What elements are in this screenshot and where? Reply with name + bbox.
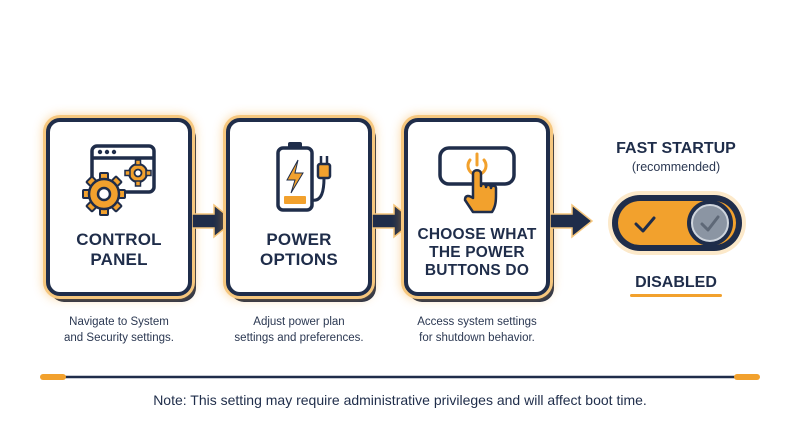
arrow-right-icon xyxy=(192,203,236,239)
step-description-power-options: Adjust power plan settings and preferenc… xyxy=(234,316,364,344)
status-underline xyxy=(630,294,722,297)
note-text: Note: This setting may require administr… xyxy=(153,392,647,408)
power-button-press-icon xyxy=(408,140,546,232)
toggle-knob xyxy=(691,204,729,242)
divider xyxy=(40,374,760,380)
fast-startup-status: DISABLED xyxy=(635,274,717,291)
step-description-power-buttons: Access system settings for shutdown beha… xyxy=(417,316,537,344)
step-description-control-panel: Navigate to System and Security settings… xyxy=(64,316,174,344)
control-panel-gears-icon xyxy=(50,140,188,232)
step-title-power-buttons: CHOOSE WHAT THE POWER BUTTONS DO xyxy=(417,226,537,279)
fast-startup-title: FAST STARTUP xyxy=(616,140,736,157)
check-icon xyxy=(634,216,656,233)
step-title-power-options: POWER OPTIONS xyxy=(260,230,338,269)
battery-plug-icon xyxy=(230,140,368,232)
check-icon xyxy=(700,215,720,232)
step-card-power-options: POWER OPTIONS xyxy=(226,118,372,296)
step-card-power-buttons: CHOOSE WHAT THE POWER BUTTONS DO xyxy=(404,118,550,296)
arrow-right-icon xyxy=(550,203,594,239)
fast-startup-subtitle: (recommended) xyxy=(631,160,721,174)
fast-startup-toggle[interactable] xyxy=(606,188,748,258)
step-card-control-panel: CONTROL PANEL xyxy=(46,118,192,296)
step-title-control-panel: CONTROL PANEL xyxy=(76,230,162,269)
